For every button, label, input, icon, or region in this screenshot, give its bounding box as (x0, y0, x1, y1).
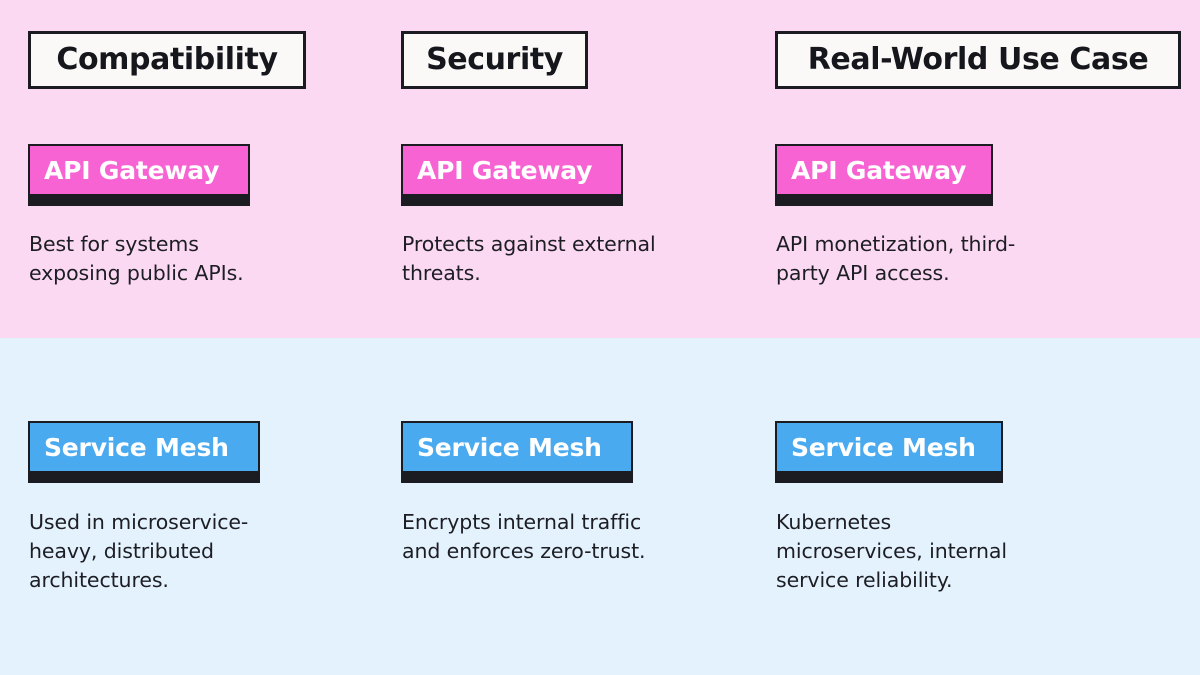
badge-label: API Gateway (791, 155, 967, 185)
comparison-column-compatibility: Compatibility API Gateway Best for syste… (28, 0, 373, 675)
column-header-label: Security (426, 42, 563, 77)
column-header-label: Real-World Use Case (807, 42, 1149, 77)
description-api-gateway-compatibility: Best for systems exposing public APIs. (29, 232, 244, 285)
badge-service-mesh-compatibility: Service Mesh (28, 421, 260, 483)
badge-api-gateway-compatibility: API Gateway (28, 144, 250, 206)
comparison-column-real-world-use-case: Real-World Use Case API Gateway API mone… (775, 0, 1187, 675)
badge-service-mesh-real-world-use-case: Service Mesh (775, 421, 1003, 483)
badge-label: Service Mesh (791, 432, 976, 462)
badge-api-gateway-security: API Gateway (401, 144, 623, 206)
description-api-gateway-security: Protects against external threats. (402, 232, 656, 285)
badge-label: API Gateway (44, 155, 220, 185)
badge-label: Service Mesh (417, 432, 602, 462)
comparison-column-security: Security API Gateway Protects against ex… (401, 0, 746, 675)
description-service-mesh-real-world-use-case: Kubernetes microservices, internal servi… (776, 510, 1007, 592)
column-header-compatibility: Compatibility (28, 31, 306, 89)
badge-service-mesh-security: Service Mesh (401, 421, 633, 483)
badge-label: Service Mesh (44, 432, 229, 462)
column-header-security: Security (401, 31, 588, 89)
column-header-label: Compatibility (56, 42, 278, 77)
description-api-gateway-real-world-use-case: API monetization, third- party API acces… (776, 232, 1016, 285)
badge-label: API Gateway (417, 155, 593, 185)
service-mesh-row-background (0, 338, 1200, 675)
column-header-real-world-use-case: Real-World Use Case (775, 31, 1181, 89)
description-service-mesh-security: Encrypts internal traffic and enforces z… (402, 510, 646, 563)
description-service-mesh-compatibility: Used in microservice- heavy, distributed… (29, 510, 249, 592)
badge-api-gateway-real-world-use-case: API Gateway (775, 144, 993, 206)
